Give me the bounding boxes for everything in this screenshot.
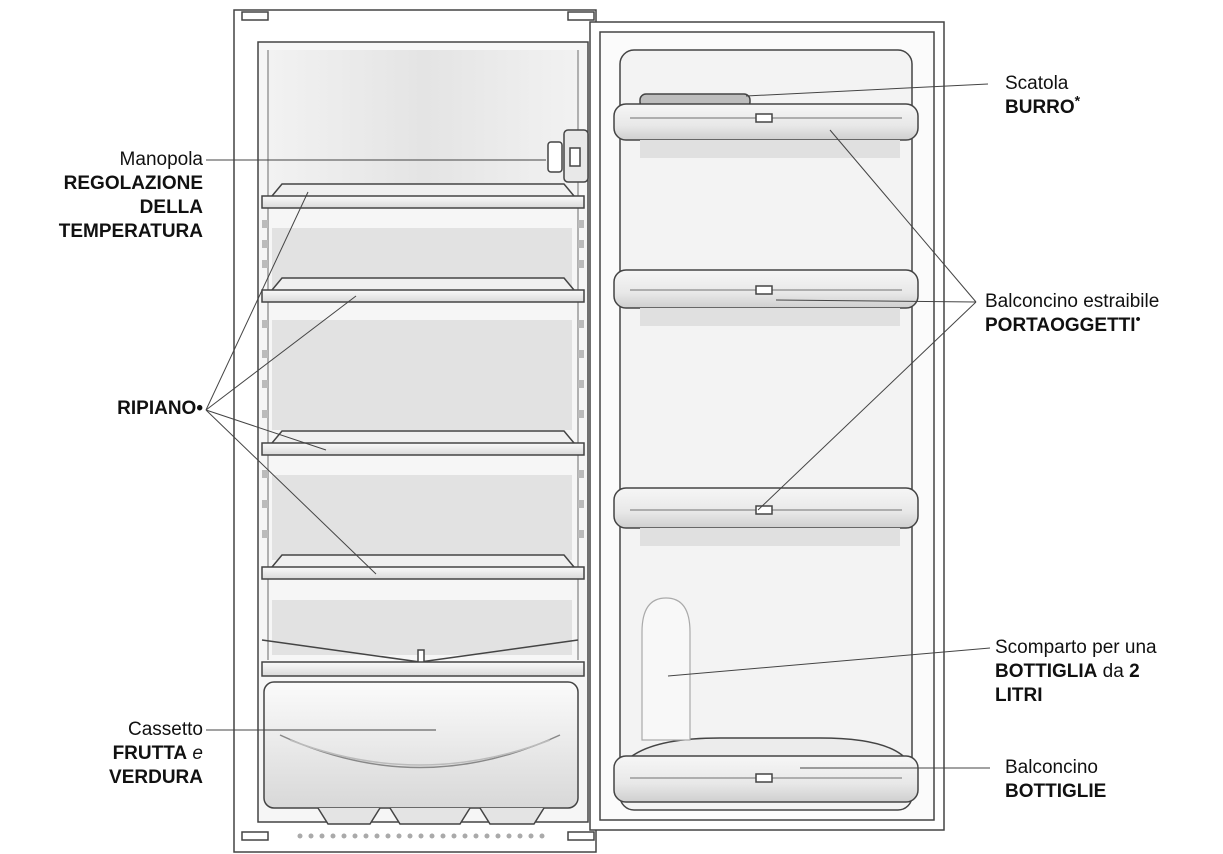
label-cassetto-frutta: FRUTTA bbox=[113, 743, 188, 764]
label-scomparto-line3: LITRI bbox=[995, 684, 1157, 708]
label-manopola-line1: Manopola bbox=[59, 148, 203, 172]
label-scomparto-line1: Scomparto per una bbox=[995, 636, 1157, 660]
label-balconcino-bottiglie: Balconcino BOTTIGLIE bbox=[1005, 756, 1106, 804]
label-ripiano-text: RIPIANO bbox=[117, 398, 196, 419]
door-rack-middle-1 bbox=[614, 270, 918, 326]
label-manopola-line2: REGOLAZIONE bbox=[59, 172, 203, 196]
door-rack-bottles bbox=[614, 738, 918, 802]
label-scomparto-line2: BOTTIGLIA da 2 bbox=[995, 660, 1157, 684]
vent-dots bbox=[298, 834, 545, 839]
door-rack-top bbox=[614, 104, 918, 158]
label-ripiano-mark: • bbox=[196, 398, 203, 419]
bottle-compartment bbox=[642, 598, 690, 740]
label-cassetto-line2: FRUTTA e bbox=[109, 742, 203, 766]
label-balconcino-bottiglie-line2: BOTTIGLIE bbox=[1005, 780, 1106, 804]
label-scomparto: Scomparto per una BOTTIGLIA da 2 LITRI bbox=[995, 636, 1157, 708]
label-balconcino-estraibile: Balconcino estraibile PORTAOGGETTI• bbox=[985, 290, 1159, 338]
label-balconcino-estraibile-mark: • bbox=[1136, 311, 1141, 327]
label-scatola-mark: * bbox=[1075, 93, 1080, 109]
label-cassetto: Cassetto FRUTTA e VERDURA bbox=[109, 718, 203, 790]
label-balconcino-estraibile-line1: Balconcino estraibile bbox=[985, 290, 1159, 314]
label-cassetto-e: e bbox=[192, 743, 203, 764]
label-balconcino-bottiglie-line1: Balconcino bbox=[1005, 756, 1106, 780]
label-manopola-line4: TEMPERATURA bbox=[59, 220, 203, 244]
label-manopola-line3: DELLA bbox=[59, 196, 203, 220]
label-manopola: Manopola REGOLAZIONE DELLA TEMPERATURA bbox=[59, 148, 203, 244]
label-scatola-line1: Scatola bbox=[1005, 72, 1080, 96]
door-rack-middle-2 bbox=[614, 488, 918, 546]
label-cassetto-line1: Cassetto bbox=[109, 718, 203, 742]
label-cassetto-line3: VERDURA bbox=[109, 766, 203, 790]
label-balconcino-estraibile-line2: PORTAOGGETTI• bbox=[985, 314, 1159, 338]
label-scatola: Scatola BURRO* bbox=[1005, 72, 1080, 120]
label-scatola-line2: BURRO* bbox=[1005, 96, 1080, 120]
label-ripiano: RIPIANO• bbox=[117, 397, 203, 421]
crisper-drawer bbox=[264, 682, 578, 824]
